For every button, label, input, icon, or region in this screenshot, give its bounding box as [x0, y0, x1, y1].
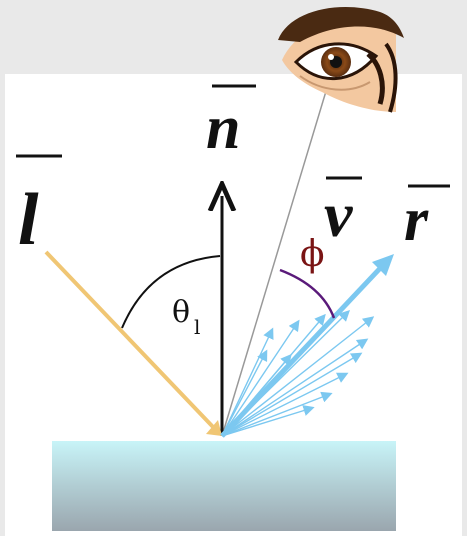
light-ray-head: [206, 420, 222, 436]
specular-lobe: [221, 310, 375, 437]
normal-label: n: [206, 94, 240, 162]
theta-arc: [121, 255, 221, 329]
lobe-ray: [221, 349, 268, 437]
view-direction-line: [221, 77, 331, 437]
theta-label: θ: [172, 295, 190, 330]
reflection-arrow-head: [372, 254, 394, 276]
lobe-ray: [221, 372, 349, 437]
light-label: l: [18, 179, 39, 261]
reflect-label: r: [404, 186, 429, 254]
lobe-ray: [221, 352, 363, 437]
theta-subscript: l: [194, 315, 200, 339]
reflecting-surface: [52, 441, 396, 531]
phi-arc: [279, 268, 336, 319]
view-label: v: [324, 179, 353, 250]
reflection-arrow: [220, 260, 388, 438]
lobe-ray: [221, 405, 315, 437]
lobe-ray: [221, 327, 274, 437]
light-ray: [44, 250, 216, 430]
eye-icon: [278, 7, 404, 113]
lobe-ray: [221, 316, 375, 437]
lobe-ray: [221, 338, 369, 437]
lobe-ray: [221, 319, 300, 437]
phi-label: ϕ: [300, 234, 325, 275]
lobe-ray: [221, 391, 333, 437]
